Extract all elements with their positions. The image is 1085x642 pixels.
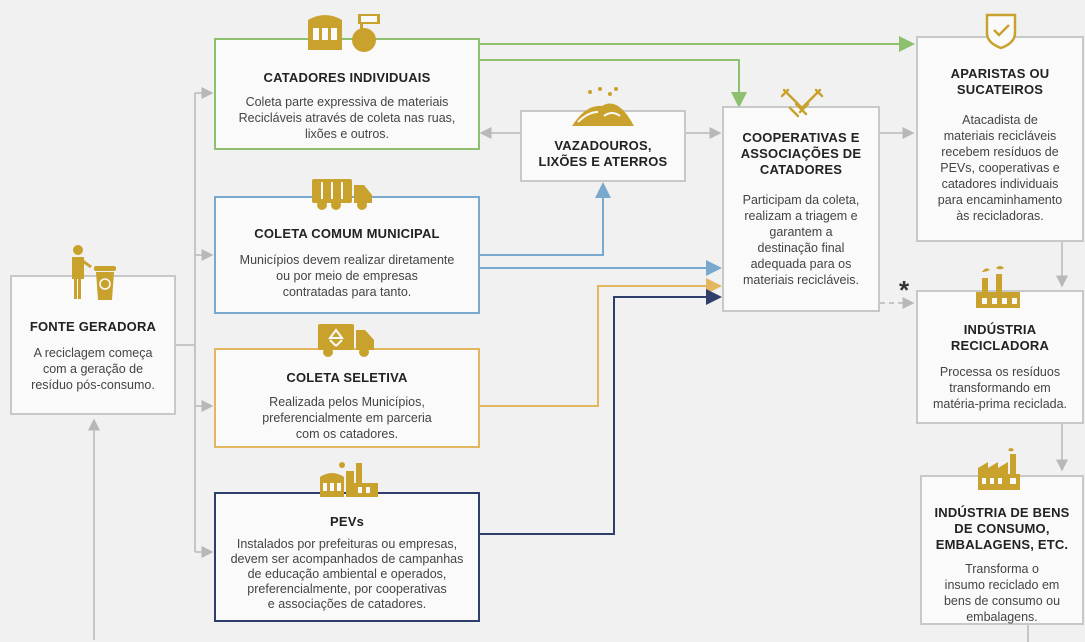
industria-recicladora-desc: Processa os resíduos transformando em ma… [932,365,1068,411]
recycling-factory-icon [976,266,1020,308]
industria-bens-box: INDÚSTRIA DE BENS DE CONSUMO, EMBALAGENS… [920,475,1084,625]
fonte-geradora-desc: A reciclagem começa com a geração de res… [31,346,155,392]
pevs-title: PEVs [329,514,365,529]
recycling-truck-icon [318,324,374,357]
cooperativas-title: COOPERATIVAS E ASSOCIAÇÕES DE CATADORES [740,130,862,177]
asterisk-note-marker: * [899,275,910,305]
fonte-geradora-title: FONTE GERADORA [29,319,157,334]
coleta-seletiva-title: COLETA SELETIVA [286,370,408,385]
catadores-individuais-box: CATADORES INDIVIDUAIS Coleta parte expre… [214,38,480,150]
coleta-seletiva-box: COLETA SELETIVA Realizada pelos Municípi… [214,348,480,448]
collection-cart-icon [308,14,380,52]
coleta-seletiva-desc: Realizada pelos Municípios, preferencial… [262,395,432,441]
fonte-geradora-box: FONTE GERADORA A reciclagem começa com a… [10,275,176,415]
person-recycling-bin-icon [72,245,116,300]
landfill-icon [572,87,634,126]
coleta-comum-municipal-title: COLETA COMUM MUNICIPAL [254,226,440,241]
industria-recicladora-box: INDÚSTRIA RECICLADORA Processa os resídu… [916,290,1084,424]
drop-off-point-icon [320,462,378,497]
industria-recicladora-title: INDÚSTRIA RECICLADORA [950,322,1050,353]
industria-bens-desc: Transforma o insumo reciclado em bens de… [943,562,1061,624]
industria-bens-title: INDÚSTRIA DE BENS DE CONSUMO, EMBALAGENS… [934,505,1070,552]
cooperativas-box: COOPERATIVAS E ASSOCIAÇÕES DE CATADORES … [722,106,880,312]
aparistas-title: APARISTAS OU SUCATEIROS [950,66,1050,97]
catadores-individuais-title: CATADORES INDIVIDUAIS [263,70,431,85]
garbage-truck-icon [312,179,372,210]
coleta-comum-municipal-desc: Municípios devem realizar diretamente ou… [239,253,455,299]
catadores-individuais-desc: Coleta parte expressiva de materiais Rec… [238,95,456,141]
coleta-comum-municipal-box: COLETA COMUM MUNICIPAL Municípios devem … [214,196,480,314]
shield-check-icon [985,13,1017,50]
aparistas-box: APARISTAS OU SUCATEIROS Atacadista de ma… [916,36,1084,242]
vazadouros-title: VAZADOUROS, LIXÕES E ATERROS [538,138,668,169]
aparistas-desc: Atacadista de materiais recicláveis rece… [937,113,1063,223]
handshake-icon [780,88,824,118]
factory-icon [978,448,1020,490]
cooperativas-desc: Participam da coleta, realizam a triagem… [742,193,860,287]
pevs-desc: Instalados por prefeituras ou empresas, … [230,537,464,611]
pevs-box: PEVs Instalados por prefeituras ou empre… [214,492,480,622]
